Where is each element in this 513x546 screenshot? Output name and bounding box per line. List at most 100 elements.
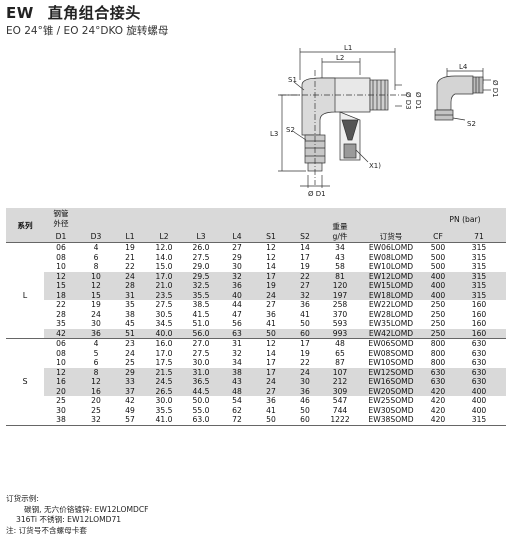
table-cell: 160	[452, 328, 506, 339]
series-cell	[6, 242, 44, 253]
table-cell: 48	[322, 338, 358, 349]
table-cell: 50	[300, 405, 310, 415]
series-cell	[6, 415, 44, 425]
table-cell: 32.5	[182, 281, 220, 291]
table-cell: EW15LOMD	[358, 281, 424, 291]
table-cell: 315	[452, 242, 506, 253]
table-cell: 34.5	[155, 319, 173, 328]
table-cell: 14.0	[155, 252, 173, 262]
table-cell: EW12LOMD	[358, 271, 424, 281]
dim-label-L2: L2	[336, 54, 344, 62]
table-cell: 250	[430, 319, 446, 328]
table-cell: 993	[322, 328, 358, 339]
table-cell: 50.0	[192, 396, 210, 405]
table-cell: EW12SOMD	[358, 367, 424, 377]
table-cell: 35.5	[182, 290, 220, 300]
table-cell: 87	[335, 358, 345, 367]
table-cell: EW18LOMD	[358, 290, 424, 300]
table-cell: 42	[125, 396, 135, 405]
table-cell: EW10LOMD	[368, 262, 414, 271]
table-cell: 27	[266, 300, 276, 309]
col-weight: 重量 g/件	[322, 208, 358, 243]
table-cell: 35	[125, 300, 135, 309]
table-cell: 14	[288, 242, 322, 253]
table-cell: 315	[471, 252, 487, 262]
table-cell: 56	[232, 319, 242, 328]
table-cell: 32	[288, 290, 322, 300]
table-cell: 420	[430, 405, 446, 415]
table-cell: 6	[93, 358, 99, 367]
table-cell: 400	[452, 386, 506, 396]
table-cell: EW06LOMD	[358, 242, 424, 253]
table-cell: EW25SOMD	[368, 396, 414, 405]
table-cell: 593	[332, 319, 348, 328]
table-cell: 315	[452, 281, 506, 291]
series-cell	[6, 309, 44, 319]
table-cell: 51.0	[192, 319, 210, 328]
table-cell: EW30SOMD	[368, 405, 414, 415]
col-D3: D3	[78, 230, 114, 243]
table-cell: 15	[44, 281, 78, 291]
dim-label-S1: S1	[288, 76, 297, 84]
table-cell: 28	[114, 281, 146, 291]
notes-line-1: 碳钢, 无六价铬镀锌: EW12LOMDCF	[24, 504, 149, 514]
table-cell: 30.0	[155, 396, 173, 405]
table-cell: 38	[56, 415, 66, 424]
table-cell: 36	[300, 300, 310, 309]
order-notes: 订货示例: 碳钢, 无六价铬镀锌: EW12LOMDCF 316Ti 不锈钢: …	[6, 494, 149, 536]
table-cell: 250	[430, 300, 446, 309]
table-cell: 630	[452, 377, 506, 387]
table-cell: 36	[220, 281, 254, 291]
table-cell: 17	[288, 338, 322, 349]
table-cell: 6	[93, 252, 99, 262]
table-cell: 630	[452, 367, 506, 377]
table-cell: 16	[78, 386, 114, 396]
table-cell: EW08LOMD	[368, 252, 414, 262]
tube-od-line2: 外径	[53, 219, 69, 228]
dim-label-S2-small: S2	[467, 120, 476, 128]
table-cell: 31	[220, 338, 254, 349]
table-cell: 54	[232, 396, 242, 405]
table-cell: 36	[266, 309, 276, 319]
table-cell: 55.0	[192, 405, 210, 415]
table-cell: 26.0	[182, 242, 220, 253]
table-cell: 24	[125, 348, 135, 358]
table-cell: 65	[335, 348, 345, 358]
table-cell: 50	[254, 328, 288, 339]
table-cell: 160	[471, 309, 487, 319]
table-cell: 27	[288, 281, 322, 291]
notes-heading: 订货示例:	[6, 494, 39, 503]
table-cell: 32	[232, 348, 242, 358]
col-pn: PN (bar)	[424, 208, 506, 230]
table-cell: 107	[322, 367, 358, 377]
table-cell: 36	[288, 386, 322, 396]
table-cell: 250	[424, 328, 452, 339]
series-label: S	[6, 377, 44, 387]
table-cell: 24	[254, 377, 288, 387]
table-cell: 30	[288, 377, 322, 387]
dim-label-D1: Ø D1	[308, 190, 326, 198]
table-cell: 41	[266, 319, 276, 328]
table-cell: 17.0	[155, 348, 173, 358]
col-D1: D1	[44, 230, 78, 243]
table-cell: 400	[424, 281, 452, 291]
table-cell: 500	[430, 252, 446, 262]
table-cell: 40.0	[146, 328, 182, 339]
table-cell: 41.5	[192, 309, 210, 319]
table-cell: 250	[430, 309, 446, 319]
table-cell: 33	[114, 377, 146, 387]
table-cell: 22	[56, 300, 66, 309]
notes-line-2: 316Ti 不锈钢: EW12LOMD71	[16, 515, 122, 524]
table-cell: 36	[266, 396, 276, 405]
table-cell: 21.0	[146, 281, 182, 291]
table-cell: 17	[300, 252, 310, 262]
